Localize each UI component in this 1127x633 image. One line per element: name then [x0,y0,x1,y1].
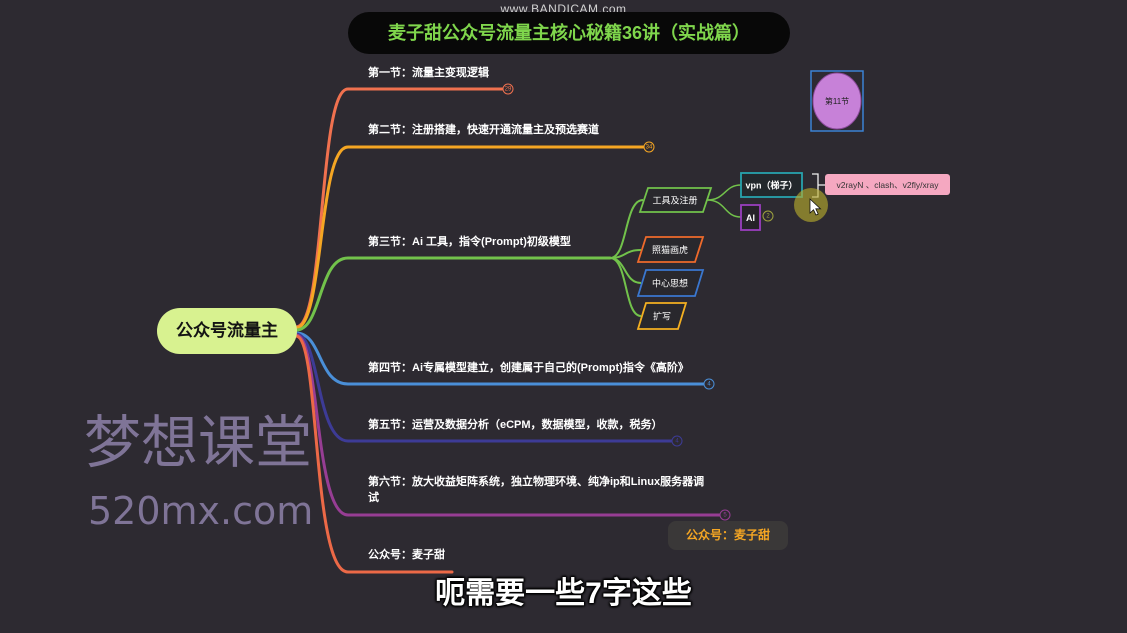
subtopic-label: 工具及注册 [652,195,697,206]
badge-count: 4 [707,382,711,388]
topic-section-4[interactable]: 第四节：Ai专属模型建立，创建属于自己的(Prompt)指令《高阶》 [368,362,689,374]
subtopic-expand[interactable]: 扩写 [636,302,688,330]
mouse-pointer-icon [809,198,822,216]
branch-line-section-3 [294,256,612,332]
branch-line-section-2 [294,145,646,330]
page-title: 麦子甜公众号流量主核心秘籍36讲（实战篇） [348,12,790,54]
collapse-badge-section-5[interactable]: 4 [671,435,683,447]
branch-line-section-5 [294,332,674,443]
subtopic-label: 中心思想 [652,278,688,289]
central-topic[interactable]: 公众号流量主 [157,308,297,354]
subtopic-label: 扩写 [653,311,671,322]
badge-count: 4 [675,439,679,445]
topic-official-account[interactable]: 公众号：麦子甜 [368,549,445,561]
subtopic-label: 照猫画虎 [652,244,688,255]
floating-topic-label: 第11节 [825,96,849,106]
topic-section-3[interactable]: 第三节：Ai 工具，指令(Prompt)初级模型 [368,236,571,248]
topic-section-2[interactable]: 第二节：注册搭建，快速开通流量主及预选赛道 [368,124,599,136]
subtopic-imitate[interactable]: 照猫画虎 [636,236,705,263]
callout-official-account[interactable]: 公众号：麦子甜 [668,521,788,550]
topic-section-6[interactable]: 第六节：放大收益矩阵系统，独立物理环境、纯净ip和Linux服务器调试 [368,476,705,504]
site-watermark-name: 梦想课堂 [84,410,312,476]
leaf-label: AI [746,213,755,223]
topic-section-1[interactable]: 第一节：流量主变现逻辑 [368,67,489,79]
badge-count: 5 [723,513,727,519]
video-subtitle: 呃需要一些7字这些 [435,577,692,610]
topic-section-5[interactable]: 第五节：运营及数据分析（eCPM，数据模型，收款，税务） [368,419,663,431]
collapse-badge-section-6[interactable]: 5 [719,509,731,521]
leaf-label: vpn（梯子） [745,180,797,191]
badge-count: 29 [505,87,512,93]
sub-branch-line-tools [609,199,644,259]
leaf-topic-ai[interactable]: AI [740,204,761,231]
badge-count: 34 [646,145,653,151]
collapse-badge-section-4[interactable]: 4 [703,378,715,390]
site-watermark-url: 520mx.com [88,489,314,533]
branch-line-section-4 [294,331,706,386]
floating-topic-section-11[interactable]: 第11节 [810,70,864,132]
subtopic-central-idea[interactable]: 中心思想 [636,269,705,297]
subtopic-tools-and-registration[interactable]: 工具及注册 [638,187,713,213]
collapse-badge-section-2[interactable]: 34 [643,141,655,153]
sub-branch-line-imitate [609,249,642,259]
sub-branch-line-expand [609,257,642,317]
sub-branch-line-central-idea [609,257,642,284]
leaf-topic-vpn[interactable]: vpn（梯子） [740,172,803,198]
note-label: v2rayN 、clash、v2fly/xray [836,180,939,190]
branch-line-section-7 [294,334,454,574]
note-vpn-tools[interactable]: v2rayN 、clash、v2fly/xray [825,174,950,195]
badge-count: 2 [766,214,770,220]
collapse-badge-ai[interactable]: 2 [762,210,774,222]
collapse-badge-section-1[interactable]: 29 [502,83,514,95]
leaf-line-ai [706,199,742,218]
